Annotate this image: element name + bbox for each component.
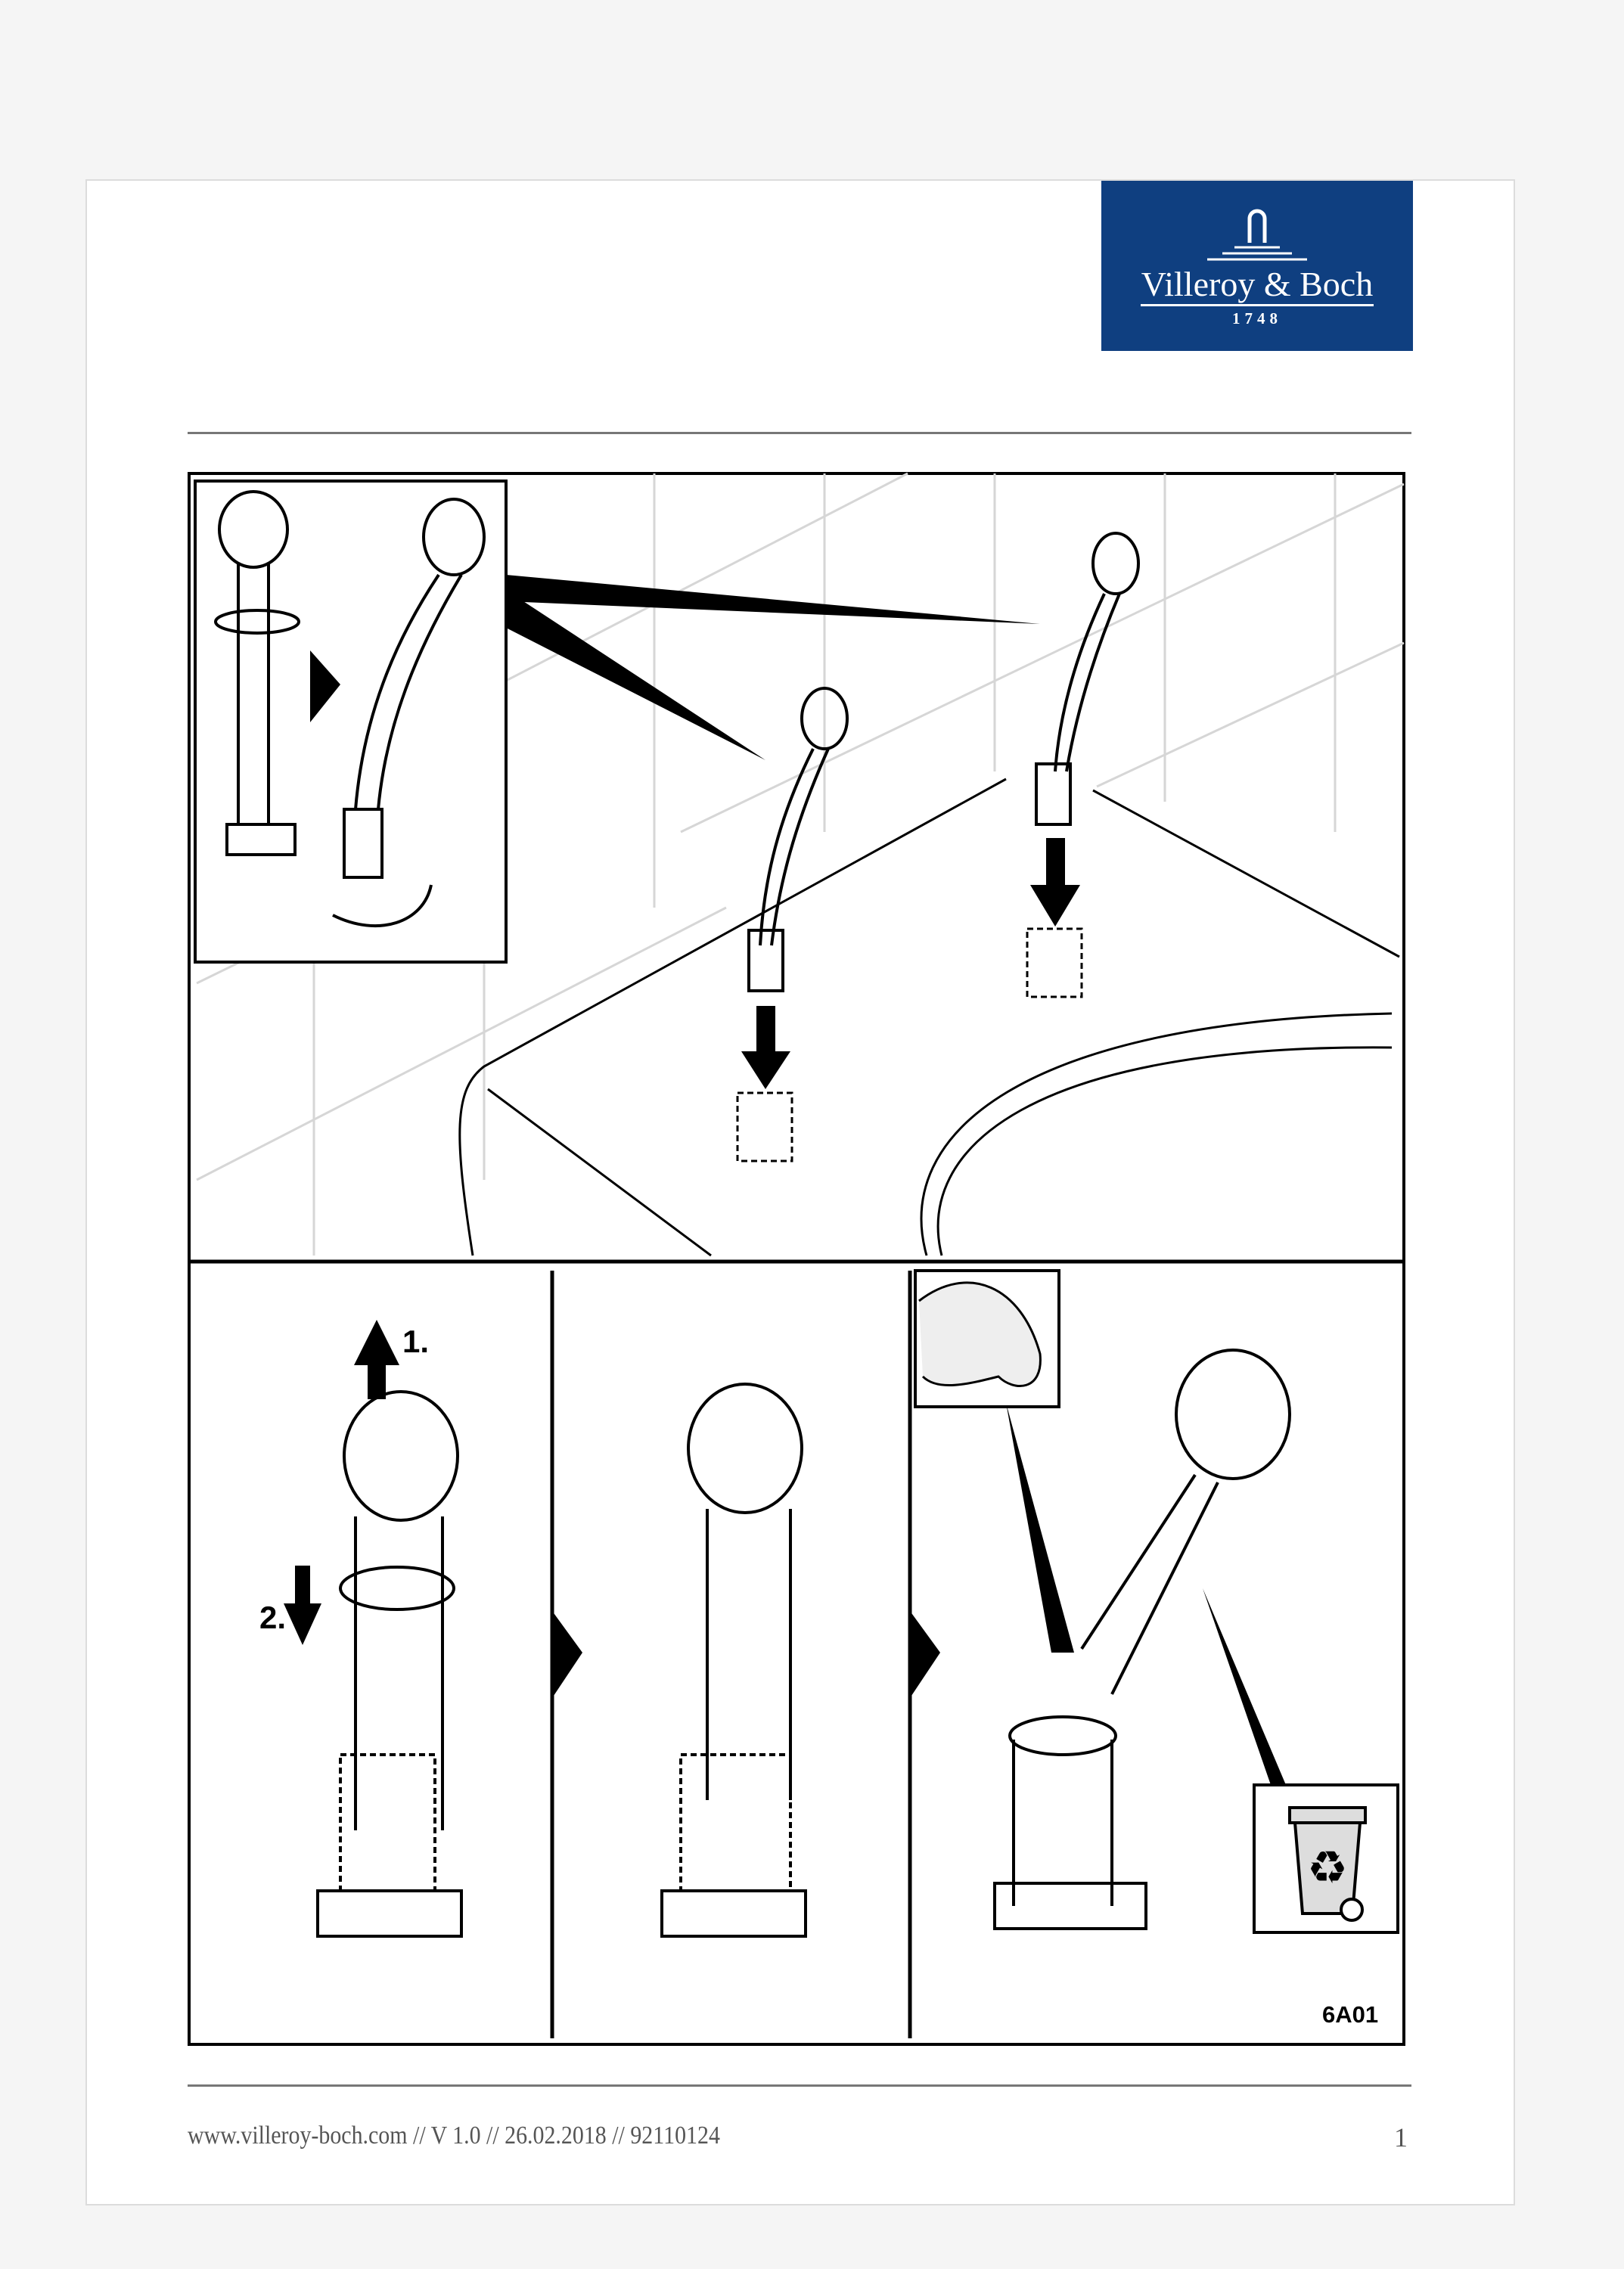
- fountain-logo-icon: [1207, 209, 1307, 261]
- figure-code: 6A01: [1322, 2001, 1379, 2028]
- step-2-label: 2.: [259, 1600, 287, 1635]
- logo-year: 1748: [1232, 309, 1282, 327]
- hand-icon: [918, 1281, 1042, 1387]
- bottom-divider: [188, 2084, 1411, 2087]
- footer-text: www.villeroy-boch.com // V 1.0 // 26.02.…: [188, 2122, 720, 2149]
- logo-underline: [1141, 304, 1374, 306]
- recycle-bin-icon: ♻: [1288, 1806, 1367, 1922]
- top-divider: [188, 432, 1411, 434]
- detail-inset: [194, 480, 508, 964]
- logo-name: Villeroy & Boch: [1141, 265, 1374, 303]
- anchor-tool-drawings: [214, 490, 1291, 1938]
- basin-drawing: [458, 778, 1400, 1257]
- page-number: 1: [1394, 2122, 1408, 2153]
- brand-logo: Villeroy & Boch 1748: [1101, 181, 1413, 351]
- arrow-icons: [284, 650, 1286, 1785]
- svg-text:♻: ♻: [1307, 1842, 1348, 1895]
- step-1-label: 1.: [402, 1324, 430, 1359]
